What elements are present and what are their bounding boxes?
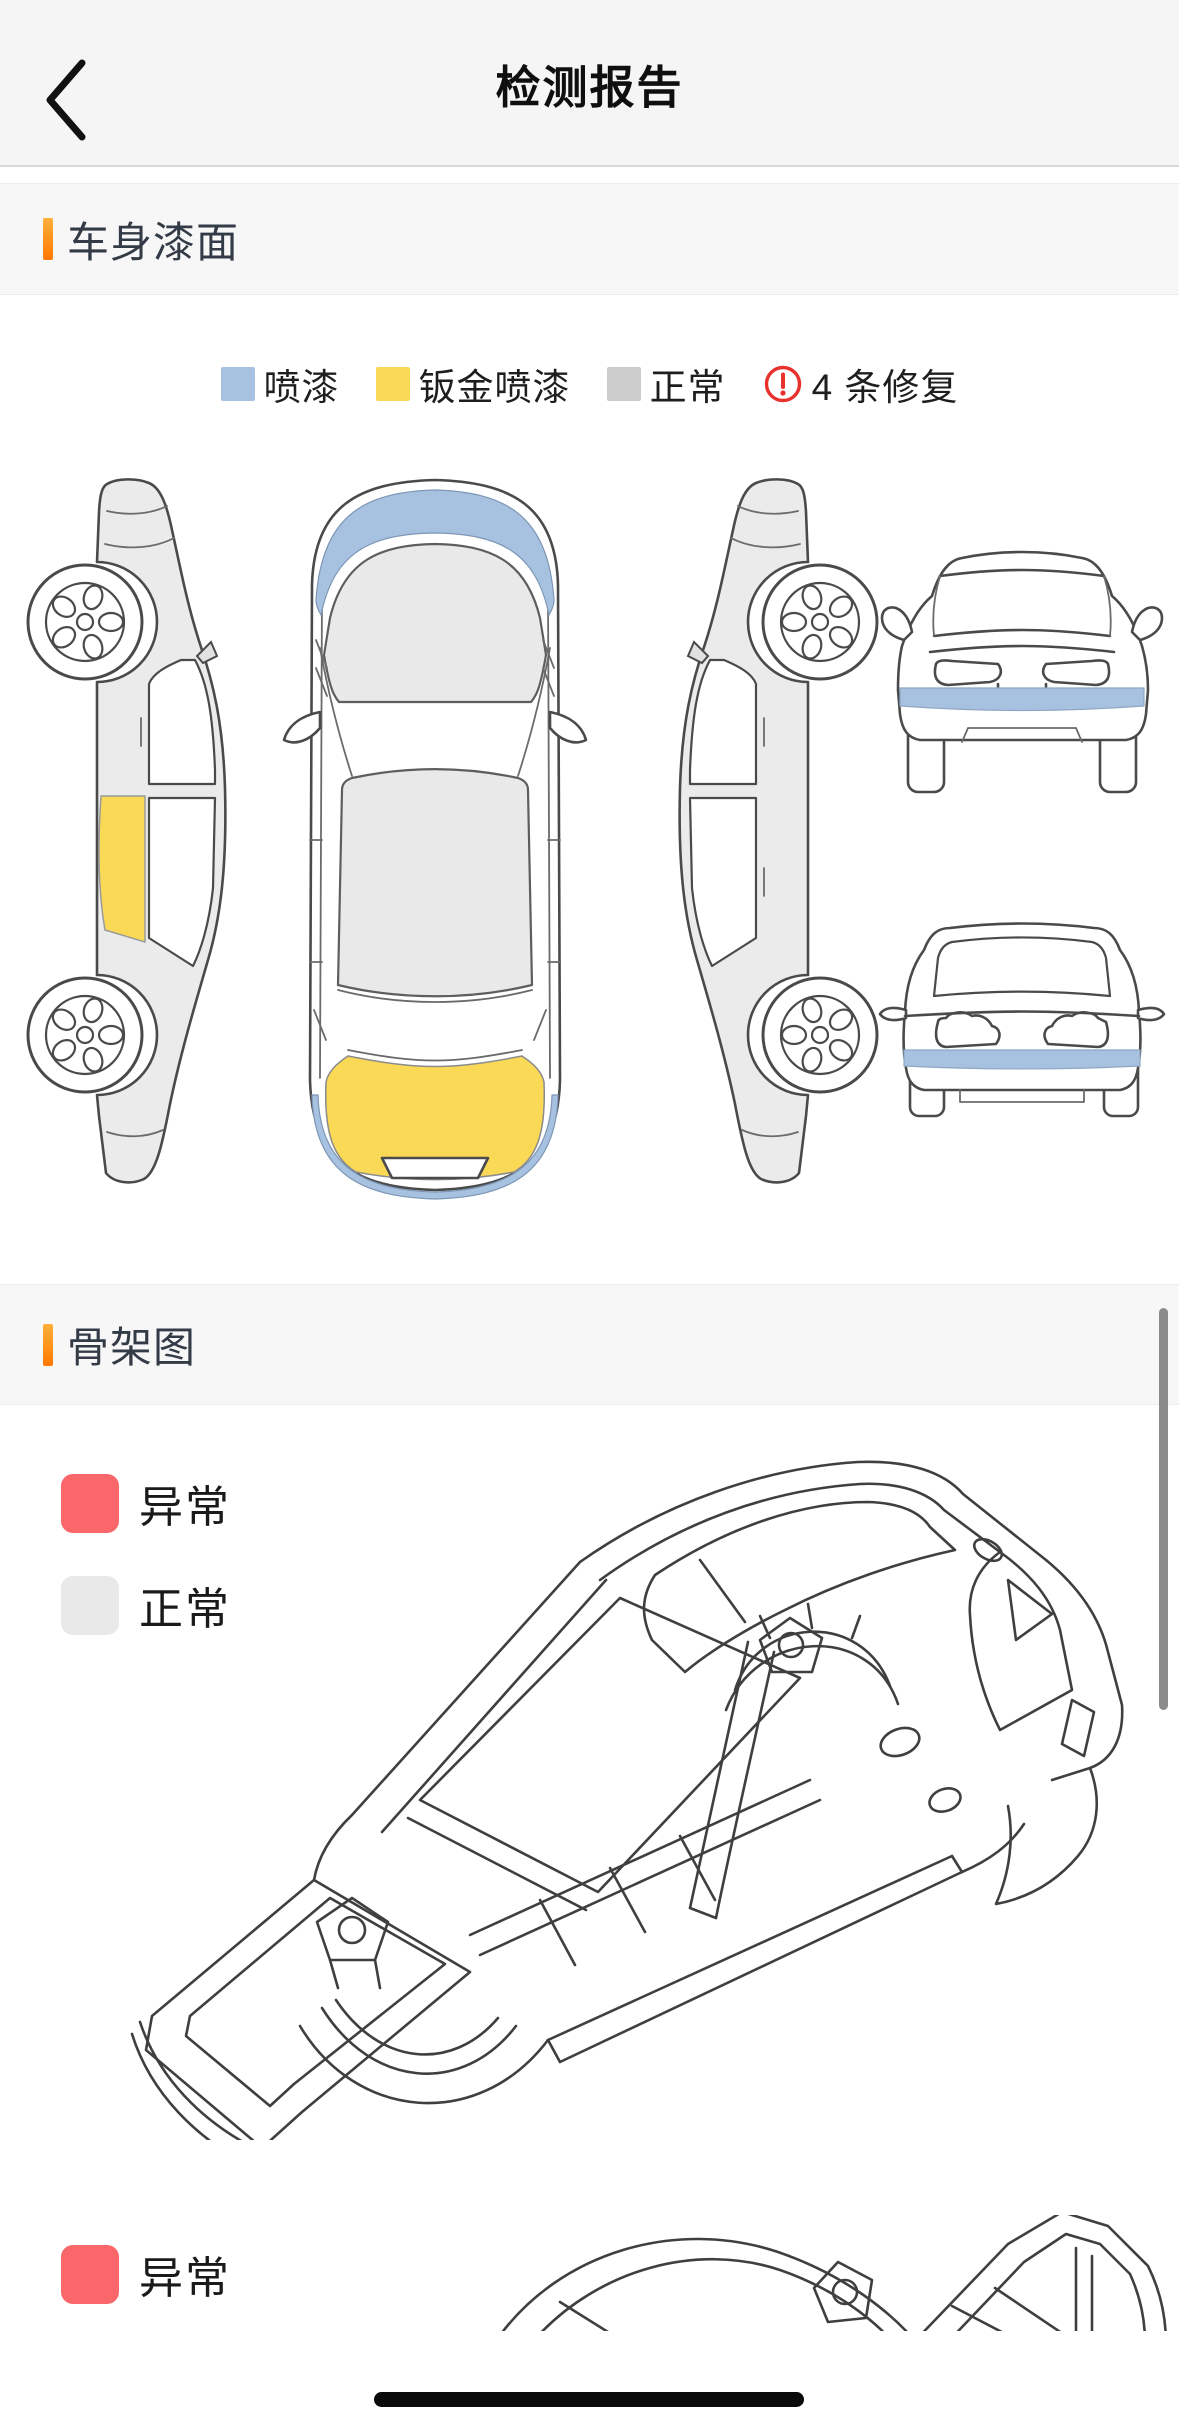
blue-swatch-icon	[220, 367, 255, 401]
skeleton-section-title: 骨架图	[67, 1324, 197, 1371]
paint-area-trunk-yellow	[324, 1055, 546, 1181]
car-top-view	[282, 478, 588, 1200]
skeleton2-legend-abnormal: 异常	[61, 2242, 231, 2306]
alert-circle-icon	[764, 365, 801, 403]
paint-area-rear-door-yellow	[98, 795, 146, 944]
paint-area-front-bumper-blue	[315, 489, 555, 617]
paint-legend: 喷漆 钣金喷漆 正常 4 条修复	[0, 352, 1179, 416]
yellow-swatch-icon	[375, 367, 410, 401]
repair-count-badge: 4 条修复	[762, 357, 959, 411]
home-indicator-bar[interactable]	[374, 2392, 804, 2407]
legend-item-sheetmetal: 钣金喷漆	[375, 357, 571, 411]
skeleton-legend-abnormal: 异常	[61, 1471, 231, 1535]
paint-area-front-band-blue	[899, 687, 1145, 712]
chevron-left-icon	[46, 59, 86, 141]
scrollbar-thumb[interactable]	[1159, 1308, 1168, 1710]
car-paint-diagram	[0, 465, 1166, 1200]
section-header-paint: 车身漆面	[0, 183, 1179, 295]
gray-swatch-icon	[606, 367, 641, 401]
repair-count-text: 4 条修复	[811, 367, 959, 408]
paint-area-rear-bumper-blue	[311, 1094, 559, 1200]
red-swatch-icon	[61, 1473, 119, 1533]
accent-bar-icon	[43, 218, 53, 260]
app-header: 检测报告	[0, 0, 1179, 167]
skeleton-legend-normal: 正常	[61, 1573, 231, 1637]
car-right-side-view	[680, 479, 877, 1182]
legend-item-spray: 喷漆	[220, 357, 340, 411]
car-front-view	[880, 550, 1164, 794]
section-header-skeleton: 骨架图	[0, 1284, 1179, 1405]
car-left-side-view	[28, 479, 225, 1182]
gray-swatch-icon	[61, 1575, 119, 1635]
page-title: 检测报告	[495, 62, 684, 113]
skeleton-diagram-partial	[0, 2215, 1179, 2331]
accent-bar-icon	[43, 1323, 53, 1366]
car-rear-view	[878, 922, 1166, 1118]
red-swatch-icon	[61, 2244, 119, 2304]
back-button[interactable]	[38, 55, 94, 145]
paint-section-title: 车身漆面	[67, 218, 240, 266]
car-skeleton-diagram	[130, 1460, 1124, 2140]
paint-area-rear-band-blue	[903, 1049, 1141, 1070]
legend-item-normal: 正常	[606, 357, 726, 411]
